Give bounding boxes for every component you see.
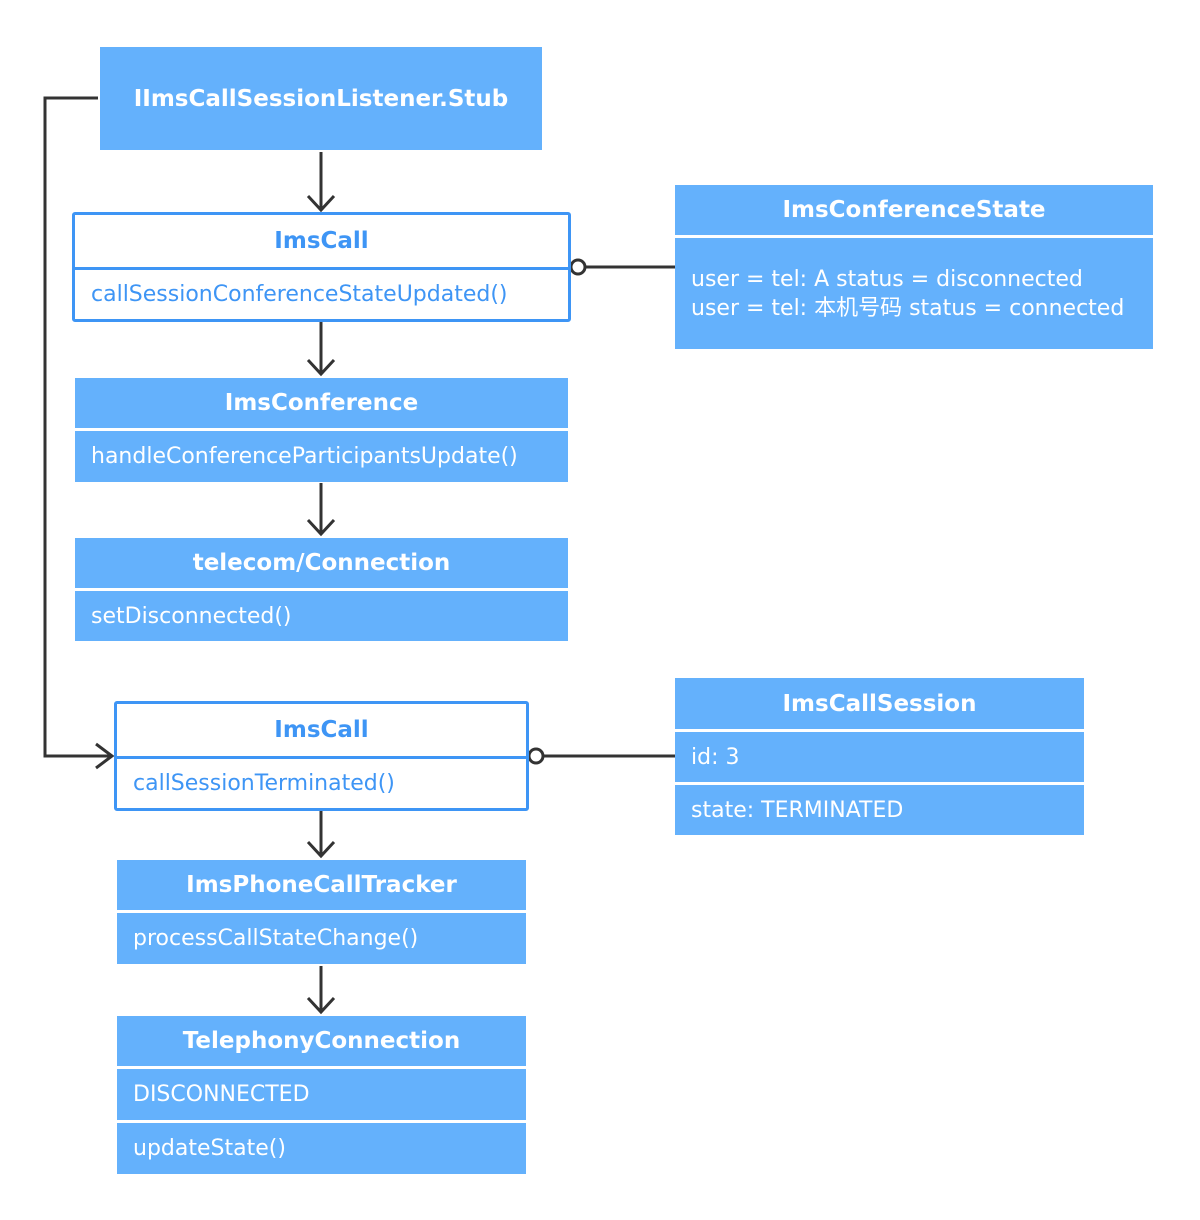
imscall-title: ImsCall — [274, 228, 369, 254]
conference-state-line: user = tel: 本机号码 status = connected — [691, 295, 1125, 321]
stub-title: IImsCallSessionListener.Stub — [133, 85, 509, 112]
conference-state-title: ImsConferenceState — [782, 197, 1046, 223]
ims-conference-box: ImsConference handleConferenceParticipan… — [75, 378, 568, 482]
imscall2-method: callSessionTerminated() — [133, 771, 395, 796]
imscall-box: ImsCall callSessionConferenceStateUpdate… — [72, 212, 571, 322]
telephony-connection-method: updateState() — [133, 1136, 286, 1161]
assoc-circle-imscall — [569, 258, 587, 276]
arrowhead-stub-to-imscall — [306, 194, 336, 213]
telephony-connection-divider — [117, 1120, 526, 1123]
telephony-connection-title: TelephonyConnection — [182, 1028, 461, 1054]
ims-conference-divider — [75, 428, 568, 431]
tracker-title: ImsPhoneCallTracker — [186, 872, 457, 898]
assoc-circle-imscall2 — [527, 747, 545, 765]
imscall-method: callSessionConferenceStateUpdated() — [91, 282, 508, 307]
loop-stub-to-imscall2 — [43, 96, 112, 758]
ims-conference-title: ImsConference — [224, 390, 419, 416]
call-session-id: id: 3 — [691, 744, 740, 770]
stub-box: IImsCallSessionListener.Stub — [100, 47, 542, 150]
conference-state-lines: user = tel: A status = disconnected user… — [675, 238, 1153, 349]
imscall2-title: ImsCall — [274, 717, 369, 743]
arrowhead-loop-to-imscall2 — [95, 742, 115, 770]
call-session-box: ImsCallSession id: 3 state: TERMINATED — [675, 678, 1084, 835]
telephony-connection-box: TelephonyConnection DISCONNECTED updateS… — [117, 1016, 526, 1174]
tracker-divider — [117, 910, 526, 913]
imscall-divider — [75, 267, 568, 270]
call-session-title: ImsCallSession — [782, 690, 977, 717]
telephony-connection-divider — [117, 1066, 526, 1069]
call-session-divider — [675, 782, 1084, 785]
arrowhead-conference-to-connection — [306, 518, 336, 537]
arrowhead-imscall2-to-tracker — [306, 840, 336, 859]
telecom-connection-title: telecom/Connection — [192, 550, 451, 576]
conference-state-box: ImsConferenceState user = tel: A status … — [675, 185, 1153, 349]
tracker-box: ImsPhoneCallTracker processCallStateChan… — [117, 860, 526, 964]
telecom-connection-divider — [75, 588, 568, 591]
conference-state-line: user = tel: A status = disconnected — [691, 266, 1083, 292]
tracker-method: processCallStateChange() — [133, 926, 419, 951]
call-session-state: state: TERMINATED — [691, 797, 904, 823]
call-session-divider — [675, 729, 1084, 732]
telecom-connection-method: setDisconnected() — [91, 603, 292, 629]
telephony-connection-state: DISCONNECTED — [133, 1082, 310, 1107]
telecom-connection-box: telecom/Connection setDisconnected() — [75, 538, 568, 641]
imscall2-box: ImsCall callSessionTerminated() — [114, 701, 529, 811]
arrowhead-imscall-to-conference — [306, 358, 336, 377]
arrowhead-tracker-to-telephony — [306, 996, 336, 1015]
ims-conference-method: handleConferenceParticipantsUpdate() — [91, 444, 518, 469]
imscall2-divider — [117, 756, 526, 759]
conference-state-divider — [675, 235, 1153, 238]
